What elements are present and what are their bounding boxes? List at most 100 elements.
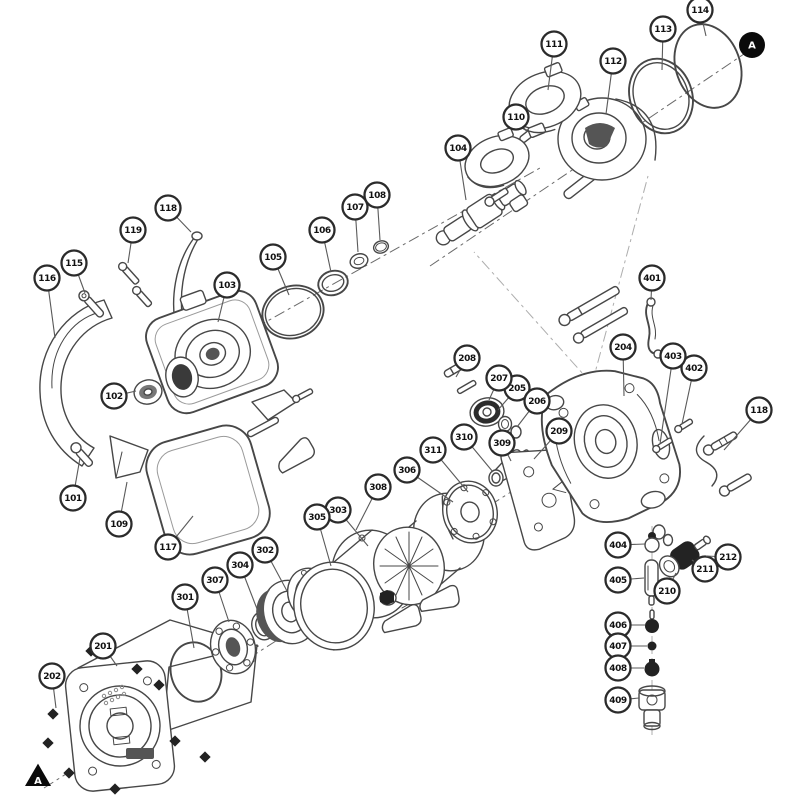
callout-307: 307	[201, 566, 230, 623]
callout-number: 212	[719, 553, 737, 563]
callout-balloon	[659, 342, 687, 370]
callout-number: 104	[449, 144, 467, 154]
callout-210: 210	[653, 572, 681, 605]
clamp-band-part	[39, 299, 113, 467]
callout-209: 209	[533, 417, 573, 460]
callout-balloon	[59, 484, 87, 512]
callout-balloon	[308, 216, 336, 244]
cam-bolt-part	[484, 187, 509, 207]
trigger-valve-part	[652, 524, 711, 578]
callout-408: 408	[604, 654, 644, 682]
washer-part	[349, 253, 369, 269]
callout-113: 113	[649, 15, 677, 71]
callout-114: 114	[686, 0, 714, 37]
rear-bearing-part	[209, 619, 257, 675]
callout-406: 406	[604, 611, 645, 639]
callout-balloon	[89, 632, 117, 660]
marker-label: A	[34, 776, 42, 787]
callout-number: 202	[43, 672, 61, 682]
thrust-bearing-part	[469, 397, 505, 427]
side-bolt-parts	[695, 431, 752, 497]
callout-306: 306	[393, 456, 454, 503]
clutch-case-part	[557, 97, 657, 181]
callout-balloon	[100, 382, 128, 410]
callout-number: 118	[750, 406, 768, 416]
callout-311: 311	[419, 436, 469, 493]
callout-balloon	[604, 654, 632, 682]
callout-layer: 1011021031041051061071081091101111121131…	[33, 0, 773, 714]
callout-balloon	[213, 271, 241, 299]
callout-409: 409	[604, 686, 640, 714]
reverse-link-part	[645, 297, 663, 359]
pivot-link-part	[246, 388, 314, 438]
callout-balloon	[419, 436, 447, 464]
callout-balloon	[105, 510, 133, 538]
callout-balloon	[545, 417, 573, 445]
callout-number: 105	[264, 253, 282, 263]
callout-111: 111	[540, 30, 568, 91]
callout-101: 101	[59, 457, 87, 512]
o-ring-small-part	[372, 240, 390, 254]
callout-number: 409	[609, 696, 627, 706]
callout-balloon	[523, 387, 551, 415]
callout-balloon	[453, 344, 481, 372]
callout-407: 407	[604, 632, 647, 660]
callout-balloon	[444, 134, 472, 162]
callout-number: 309	[493, 439, 511, 449]
callout-balloon	[649, 15, 677, 43]
callout-number: 301	[176, 593, 194, 603]
callout-number: 115	[65, 259, 83, 269]
callout-number: 311	[424, 446, 442, 456]
callout-104: 104	[444, 134, 472, 201]
callout-302: 302	[251, 536, 288, 592]
callout-115: 115	[60, 249, 88, 294]
callout-number: 101	[64, 494, 82, 504]
clutch-housing-part	[540, 369, 681, 523]
callout-118: 118	[723, 396, 773, 451]
leader-line	[659, 355, 674, 445]
callout-number: 407	[609, 642, 627, 652]
bushing-ring-part	[261, 284, 325, 340]
frame-seal-part	[165, 356, 199, 398]
clamp-half-rear-part	[464, 127, 530, 189]
callout-balloon	[226, 551, 254, 579]
callout-balloon	[154, 533, 182, 561]
callout-number: 408	[609, 664, 627, 674]
callout-number: 206	[528, 397, 546, 407]
lower-bolt-part	[70, 442, 94, 468]
callout-number: 102	[105, 392, 123, 402]
callout-number: 106	[313, 226, 331, 236]
callout-207: 207	[485, 364, 513, 401]
seal-ring-part	[133, 379, 163, 405]
callout-balloon	[604, 531, 632, 559]
rotor-part	[373, 492, 485, 606]
callout-number: 211	[696, 565, 714, 575]
clamp-bolt-part	[78, 290, 105, 318]
callout-number: 406	[609, 621, 627, 631]
callout-number: 114	[691, 6, 709, 16]
callout-number: 207	[490, 374, 508, 384]
callout-117: 117	[154, 515, 194, 561]
camshaft-part	[435, 179, 529, 246]
large-o-ring-part	[673, 23, 743, 109]
callout-balloon	[604, 566, 632, 594]
callout-number: 405	[609, 576, 627, 586]
callout-balloon	[341, 193, 369, 221]
callout-110: 110	[502, 103, 530, 133]
callout-number: 205	[508, 384, 526, 394]
callout-balloon	[38, 662, 66, 690]
callout-number: 210	[658, 587, 676, 597]
callout-310: 310	[450, 423, 494, 473]
callout-303: 303	[324, 496, 369, 547]
callout-balloon	[745, 396, 773, 424]
callout-number: 308	[369, 483, 387, 493]
brand-logo	[126, 748, 154, 759]
callout-309: 309	[488, 429, 516, 462]
callout-balloon	[364, 473, 392, 501]
callout-balloon	[201, 566, 229, 594]
callout-balloon	[502, 103, 530, 131]
inlet-valve-stack-part	[638, 532, 666, 731]
callout-405: 405	[604, 566, 645, 594]
housing-etched-marks	[101, 684, 127, 706]
